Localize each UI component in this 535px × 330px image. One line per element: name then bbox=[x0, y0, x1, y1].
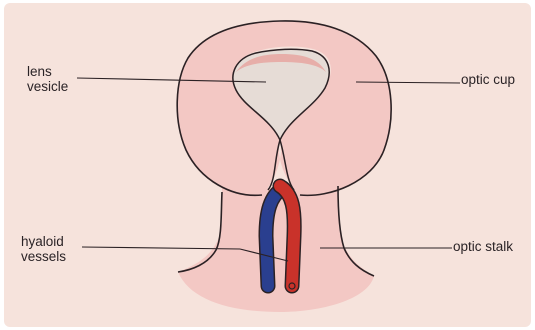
hyaloid-vessels-label: hyaloid vessels bbox=[21, 234, 66, 264]
optic-cup-label: optic cup bbox=[461, 72, 515, 87]
lens-vesicle-label: lens vesicle bbox=[27, 64, 68, 94]
optic-stalk-label: optic stalk bbox=[453, 239, 513, 254]
